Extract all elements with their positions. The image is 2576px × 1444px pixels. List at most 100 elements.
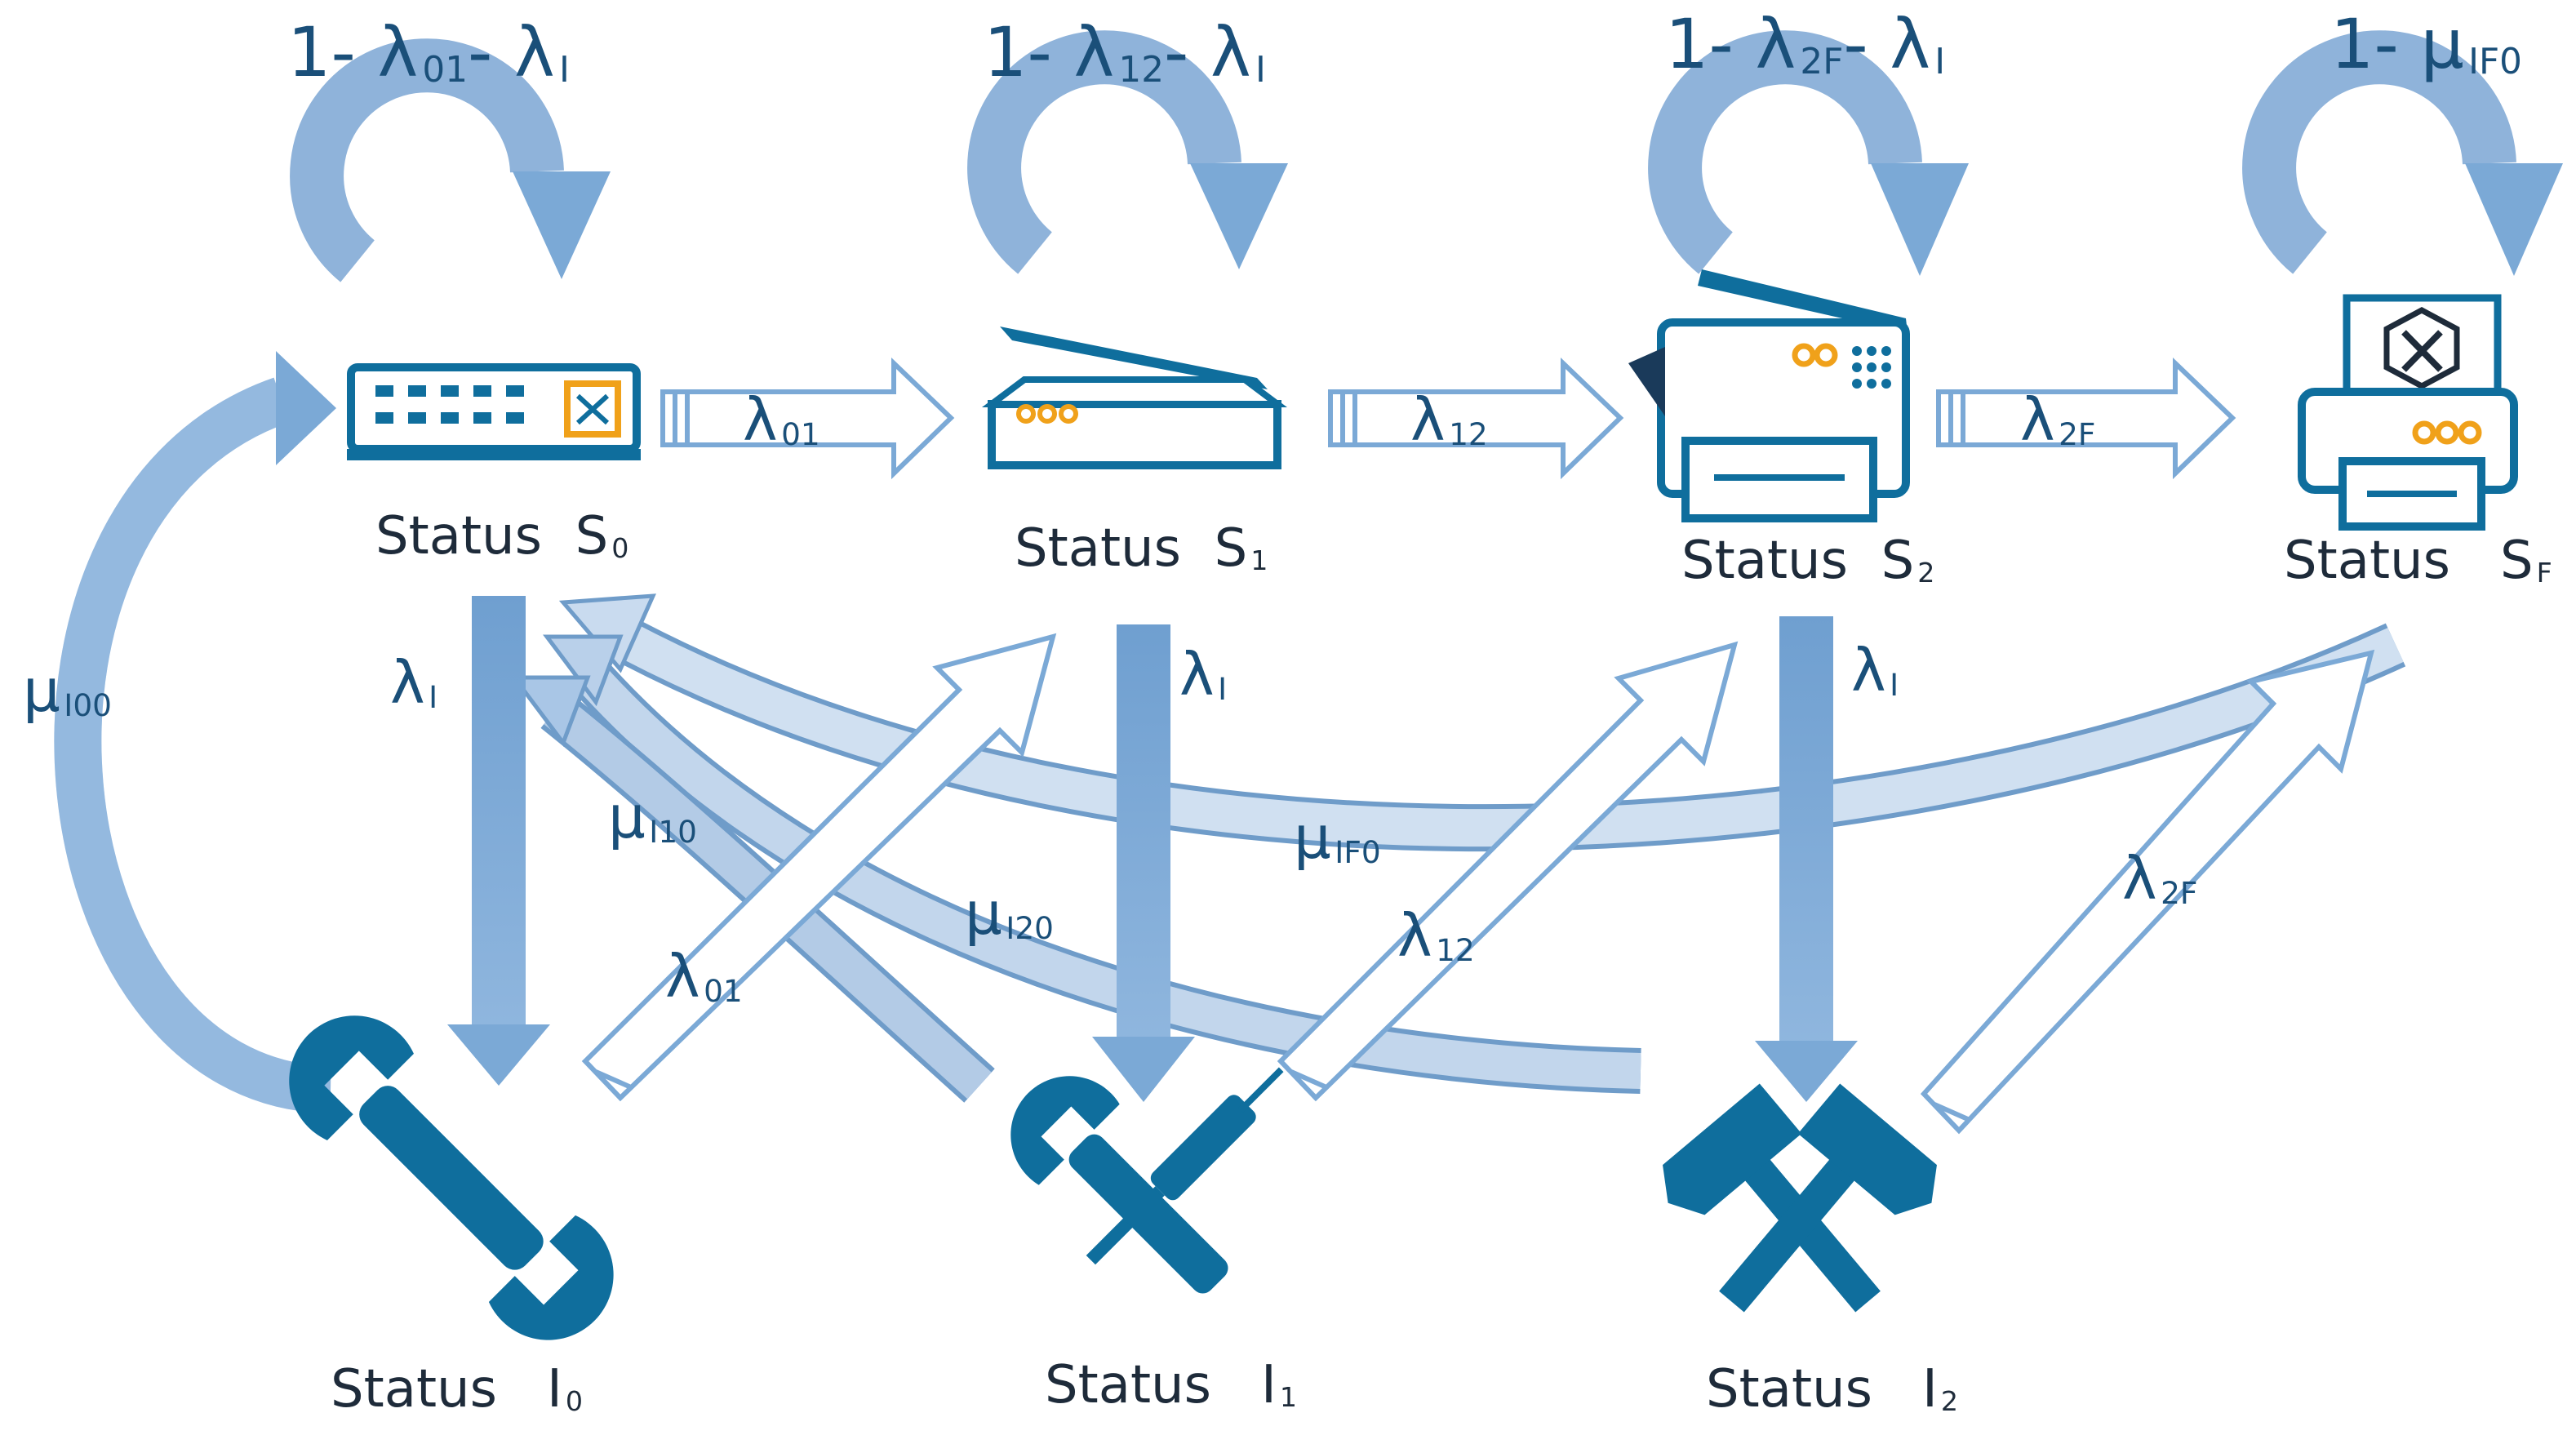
transition-arrow-s1-s2	[1328, 357, 1624, 480]
rate-symbol: λ	[1410, 385, 1446, 454]
status-sub: 1	[1250, 544, 1268, 576]
repair-arrow-i2-s0	[543, 634, 1641, 1094]
transition-arrow-i1-s2	[1277, 641, 1739, 1102]
repair-arrow-i1-s0	[510, 675, 995, 1103]
rate-symbol: μ	[608, 783, 646, 851]
failure-arrow-s1-i1	[1092, 624, 1195, 1102]
rate-symbol: μ	[23, 656, 60, 725]
status-symbol: I	[546, 1359, 562, 1420]
self-loop-text: 1- λ	[1665, 4, 1797, 84]
status-word: Status	[1045, 1355, 1211, 1415]
status-symbol: S	[575, 506, 609, 566]
self-loop-sub2: I	[1255, 48, 1266, 91]
wrench-icon	[289, 1015, 614, 1340]
transition-arrow-s0-s1	[660, 357, 955, 480]
status-symbol: S	[1214, 518, 1248, 579]
self-loop-mid: - λ	[1843, 4, 1931, 84]
status-sub: 0	[611, 531, 629, 564]
status-symbol: S	[1881, 531, 1915, 591]
hammers-icon	[1663, 1083, 1937, 1313]
rate-symbol: λ	[1851, 636, 1886, 704]
rate-sub: IF0	[1335, 833, 1381, 870]
self-loop-text: 1- λ	[984, 12, 1115, 92]
transition-arrow-s2-sf	[1936, 357, 2236, 480]
repair-arrow-i0-s0	[54, 351, 336, 1113]
status-word: Status	[1015, 518, 1181, 579]
rate-sub: I00	[64, 686, 112, 723]
transition-arrow-i0-s1	[581, 633, 1057, 1102]
self-loop-sub2: I	[558, 48, 570, 91]
rate-symbol: μ	[965, 879, 1002, 948]
status-symbol: I	[1260, 1355, 1277, 1415]
self-loop-sub2: I	[1934, 40, 1946, 82]
status-word: Status	[1706, 1359, 1872, 1420]
rate-symbol: λ	[743, 385, 778, 454]
self-loop-arrow-s2	[1648, 30, 1969, 276]
rate-sub: 2F	[2059, 415, 2096, 452]
transition-arrow-i2-sf	[1920, 649, 2375, 1135]
status-word: Status	[1681, 531, 1848, 591]
status-word: Status	[375, 506, 542, 566]
rate-sub: 01	[781, 415, 820, 452]
rate-symbol: λ	[1179, 640, 1215, 709]
rate-symbol: μ	[1294, 803, 1331, 872]
self-loop-text: 1- λ	[287, 12, 419, 92]
screwdriver-wrench-icon	[1010, 1067, 1284, 1294]
status-sub: 2	[1917, 556, 1935, 589]
rate-sub: I20	[1006, 909, 1054, 946]
self-loop-sub1: IF0	[2468, 40, 2522, 82]
failed-printer-icon	[2298, 294, 2518, 531]
status-sub: 2	[1940, 1384, 1958, 1417]
status-sub: 1	[1279, 1380, 1297, 1413]
rate-sub: I	[1218, 670, 1228, 707]
repair-arrow-sf-s0	[558, 593, 2406, 852]
network-switch-icon	[347, 363, 641, 460]
rate-sub: 01	[704, 972, 743, 1009]
failure-arrow-s2-i2	[1755, 616, 1858, 1102]
copier-icon	[1628, 269, 1910, 522]
status-symbol: S	[2499, 531, 2534, 591]
status-sub: 0	[565, 1384, 583, 1417]
self-loop-arrow-s0	[290, 38, 611, 282]
self-loop-arrow-s1	[967, 30, 1288, 274]
self-loop-arrow-sf	[2242, 30, 2563, 276]
rate-sub: I	[1890, 666, 1899, 703]
status-sub: F	[2536, 556, 2552, 589]
rate-symbol: λ	[2020, 385, 2055, 454]
self-loop-mid: - λ	[1163, 12, 1251, 92]
self-loop-text: 1- μ	[2330, 4, 2464, 84]
self-loop-sub1: 12	[1118, 48, 1164, 91]
self-loop-mid: - λ	[467, 12, 555, 92]
rate-symbol: λ	[1397, 901, 1432, 970]
rate-symbol: λ	[2122, 844, 2157, 913]
status-symbol: I	[1921, 1359, 1938, 1420]
rate-sub: I10	[649, 813, 697, 850]
rate-sub: 2F	[2161, 874, 2198, 911]
scanner-icon	[982, 327, 1287, 469]
rate-sub: 12	[1449, 415, 1488, 452]
